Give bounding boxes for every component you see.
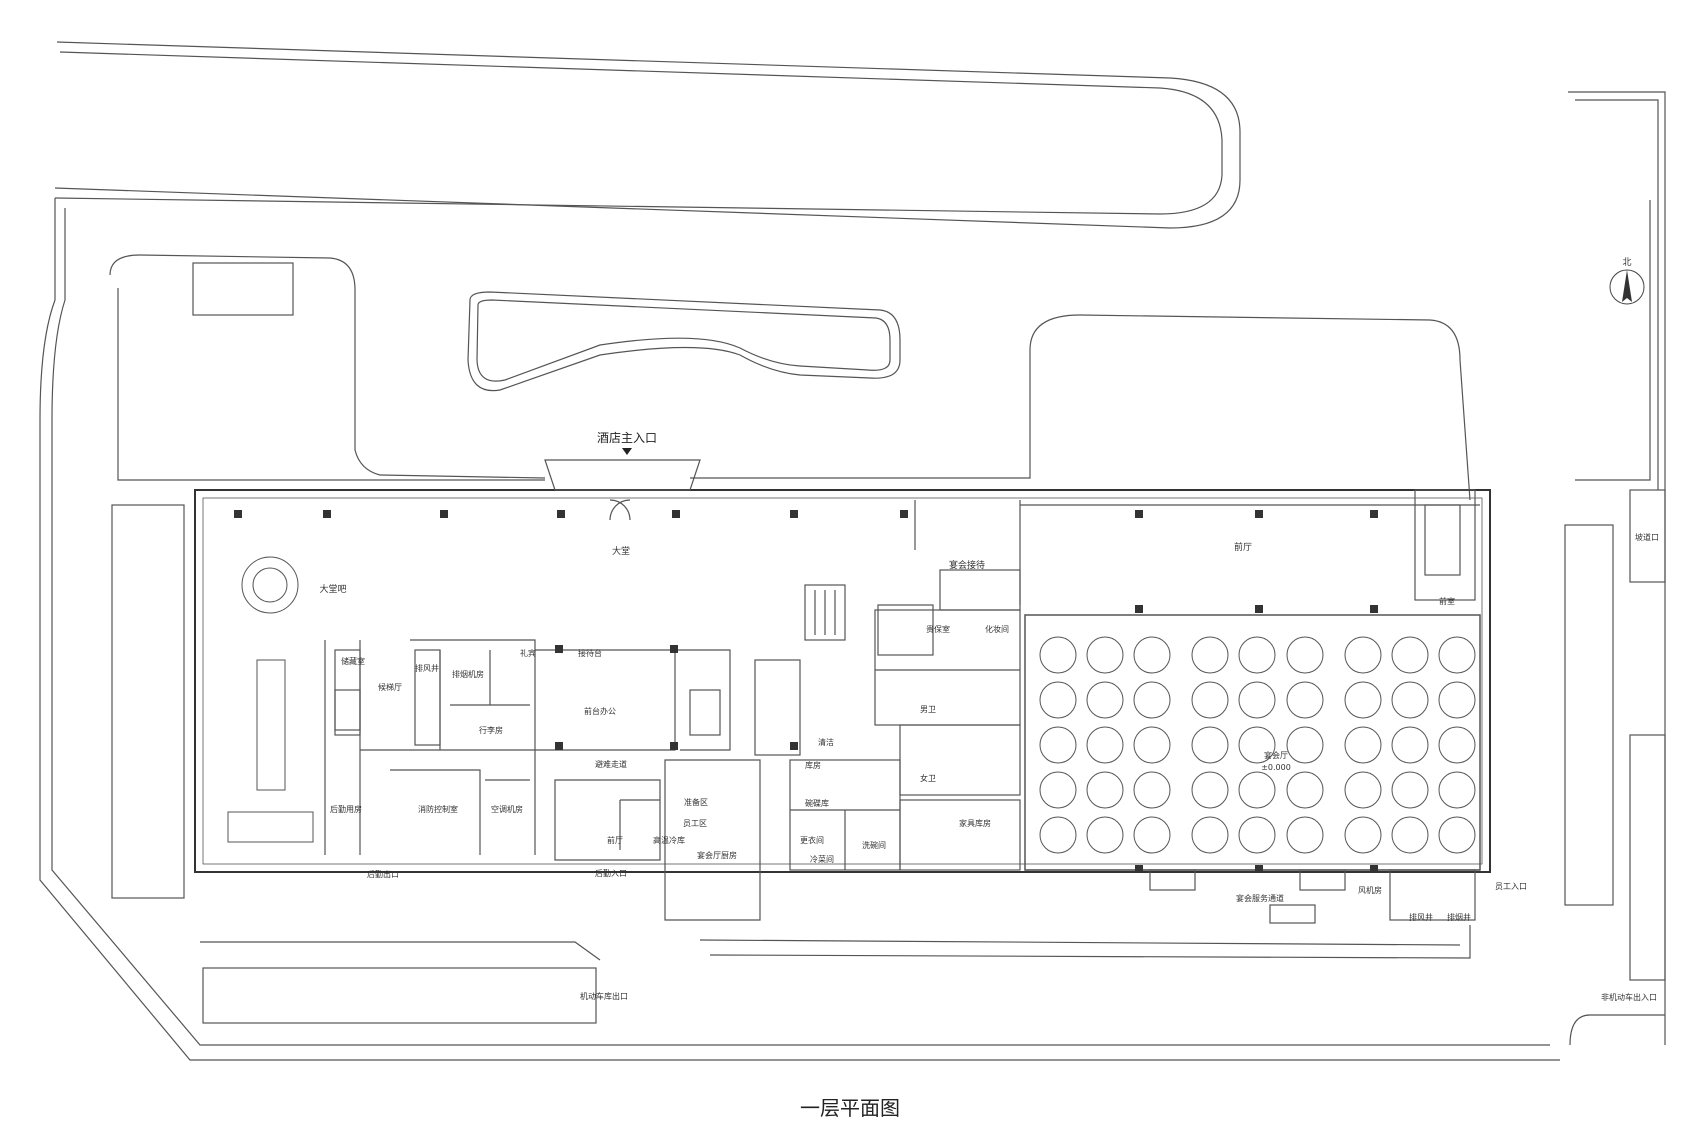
banquet-table [1133,771,1171,809]
smoke-room-label: 排烟机房 [452,669,484,679]
storage-label: 储藏室 [341,656,365,666]
vip-room-label: 贵保室 [926,624,950,634]
banquet-table [1191,726,1229,764]
banquet-table [1191,636,1229,674]
banquet-table [1039,636,1077,674]
banquet-table [1391,771,1429,809]
lobby-bar-label: 大堂吧 [319,583,346,595]
banquet-table [1086,726,1124,764]
garage-exit-label: 机动车库出口 [580,991,628,1001]
staff-room-label: 员工区 [683,819,707,828]
cold-store-label: 高温冷库 [653,835,685,845]
banquet-table [1344,636,1382,674]
banquet-hall-label: 宴会厅 [1264,750,1288,760]
banquet-table [1438,816,1476,854]
staff-entrance-label: 员工入口 [1495,882,1527,891]
ramp-label: 坡道口 [1635,532,1659,542]
banquet-table [1391,636,1429,674]
kitchen-label: 宴会厅厨房 [697,850,737,860]
reception-desk-label: 接待台 [578,648,602,658]
front-hall-label: 前厅 [607,835,623,845]
exhaust-shaft-label: 排风井 [415,663,439,673]
banquet-table [1086,681,1124,719]
banquet-table [1191,681,1229,719]
banquet-table [1133,816,1171,854]
wash-room-label: 洗碗间 [862,840,886,850]
elevator-hall-label: 候梯厅 [378,682,402,692]
female-wc-label: 女卫 [920,773,936,783]
loading-exit-label: 后勤出口 [367,869,399,879]
banquet-table [1391,681,1429,719]
banquet-table [1344,816,1382,854]
logistics-label: 后勤用房 [330,804,362,814]
bike-entrance-label: 非机动车出入口 [1601,992,1657,1002]
banquet-table [1238,726,1276,764]
banquet-table [1086,771,1124,809]
back-entrance-label: 后勤入口 [595,868,627,878]
banquet-table [1238,636,1276,674]
banquet-table [1286,816,1324,854]
luggage-label: 行李房 [479,725,503,735]
banquet-table [1238,816,1276,854]
banquet-table [1344,681,1382,719]
banquet-table [1438,726,1476,764]
fan-room-label: 风机房 [1358,885,1382,895]
north-label: 北 [1622,257,1631,268]
banquet-table [1133,636,1171,674]
banquet-table [1391,816,1429,854]
banquet-table [1039,816,1077,854]
cleaner-label: 清洁 [818,737,834,747]
exhaust-well-label: 排风井 [1409,912,1433,922]
front-office-label: 前台办公 [584,706,616,716]
banquet-table [1286,771,1324,809]
banquet-table [1039,681,1077,719]
dressing-label: 更衣间 [800,835,824,845]
banquet-table [1133,726,1171,764]
banquet-table [1344,771,1382,809]
banquet-table [1086,636,1124,674]
refuge-corridor-label: 避难走道 [595,759,627,769]
male-wc-label: 男卫 [920,705,936,714]
banquet-table [1286,726,1324,764]
smoke-well-label: 排烟井 [1447,912,1471,922]
banquet-table [1133,681,1171,719]
bowl-store-label: 碗碟库 [805,798,829,808]
prep-label: 准备区 [684,797,708,807]
lobby-label: 大堂 [612,545,630,557]
banquet-table [1438,636,1476,674]
banquet-table [1039,771,1077,809]
fire-control-label: 消防控制室 [418,804,458,814]
foyer-label: 前厅 [1234,541,1252,553]
main-entrance-label: 酒店主入口 [597,431,657,445]
cold-dish-label: 冷菜间 [810,854,834,864]
north-arrow: 北 [1609,257,1645,305]
service-passage-label: 宴会服务通道 [1236,893,1284,903]
drawing-title: 一层平面图 [800,1096,900,1120]
banquet-table [1438,771,1476,809]
gift-label: 礼宾 [520,648,536,658]
ac-room-label: 空调机房 [491,804,523,814]
banquet-table [1039,726,1077,764]
banquet-table [1286,636,1324,674]
banquet-table [1286,681,1324,719]
banquet-table [1238,681,1276,719]
makeup-label: 化妆间 [985,624,1009,634]
furniture-store-label: 家具库房 [959,818,991,828]
banquet-table [1238,771,1276,809]
banquet-table [1438,681,1476,719]
banquet-table [1086,816,1124,854]
banquet-table [1344,726,1382,764]
banquet-table [1191,771,1229,809]
banquet-table [1191,816,1229,854]
level-mark: ±0.000 [1261,763,1291,772]
banquet-table [1391,726,1429,764]
front-room-label: 前室 [1439,596,1455,606]
warehouse-label: 库房 [805,760,821,770]
banquet-reception-label: 宴会接待 [949,559,985,571]
